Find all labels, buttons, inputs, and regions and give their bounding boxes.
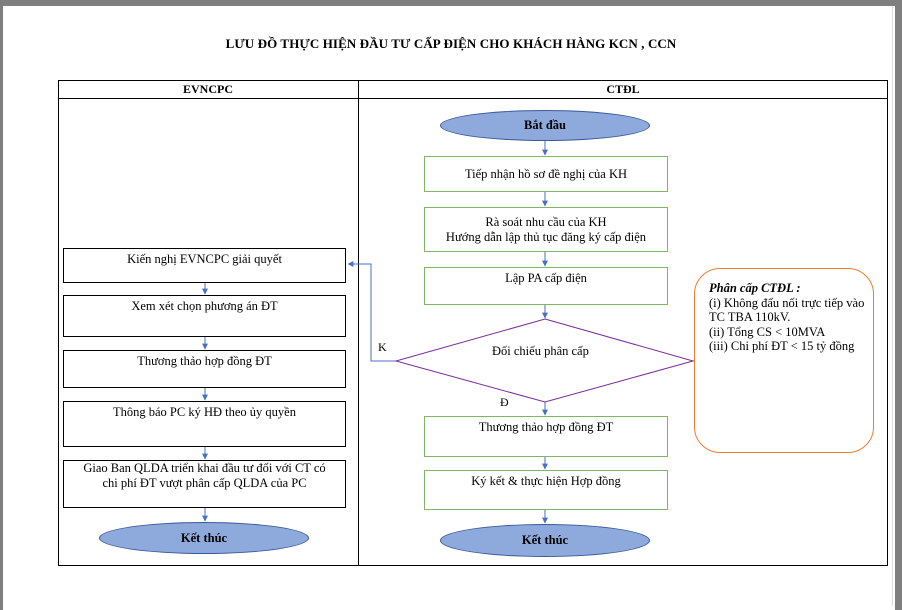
window-left-edge: [0, 0, 3, 610]
step-receive-request: Tiếp nhận hồ sơ đề nghị của KH: [424, 156, 668, 192]
step-assign-pmb-label: Giao Ban QLDA triển khai đầu tư đối với …: [83, 461, 326, 490]
start-terminal: Bắt đầu: [440, 110, 650, 141]
decision-diamond: [394, 318, 695, 403]
window-right-edge: [895, 0, 902, 610]
note-title: Phân cấp CTĐL :: [709, 281, 801, 295]
decision-no-label: K: [378, 340, 387, 354]
end-terminal-ctdl: Kết thúc: [440, 524, 650, 557]
arrow-decision-no-branch: [347, 261, 396, 362]
step-create-plan: Lập PA cấp điện: [424, 267, 668, 305]
step-review-needs: Rà soát nhu cầu của KH Hướng dẫn lập thủ…: [424, 207, 668, 252]
page-sheet: [4, 6, 893, 606]
step-create-plan-label: Lập PA cấp điện: [505, 271, 587, 285]
header-divider: [58, 98, 888, 99]
column-header-evncpc: EVNCPC: [183, 82, 233, 96]
end-terminal-evncpc: Kết thúc: [99, 522, 309, 554]
decentralization-note: Phân cấp CTĐL : (i) Không đấu nối trực t…: [694, 268, 874, 453]
step-propose-evncpc-label: Kiến nghị EVNCPC giải quyết: [127, 252, 282, 266]
column-header-ctdl: CTĐL: [606, 82, 640, 96]
window-top-edge: [0, 0, 902, 6]
note-line-3: (iii) Chi phí ĐT < 15 tỷ đồng: [709, 339, 855, 353]
note-line-1: (i) Không đấu nối trực tiếp vào TC TBA 1…: [709, 295, 865, 325]
step-notify-pc-label: Thông báo PC ký HĐ theo ủy quyền: [113, 405, 296, 419]
step-notify-pc: Thông báo PC ký HĐ theo ủy quyền: [63, 401, 346, 447]
swimlane-table: [58, 80, 888, 566]
step-select-plan: Xem xét chọn phương án ĐT: [63, 295, 346, 337]
step-select-plan-label: Xem xét chọn phương án ĐT: [131, 299, 278, 313]
step-sign-contract-label: Ký kết & thực hiện Hợp đồng: [471, 474, 621, 488]
note-line-2: (ii) Tổng CS < 10MVA: [709, 324, 826, 339]
step-negotiate-contract-ctdl: Thương thảo hợp đồng ĐT: [424, 416, 668, 457]
step-assign-pmb: Giao Ban QLDA triển khai đầu tư đối với …: [63, 460, 346, 508]
page-title: LƯU ĐỒ THỰC HIỆN ĐẦU TƯ CẤP ĐIỆN CHO KHÁ…: [225, 36, 677, 51]
step-propose-evncpc: Kiến nghị EVNCPC giải quyết: [63, 248, 346, 283]
column-divider: [358, 80, 359, 566]
step-negotiate-contract-evncpc-label: Thương thảo hợp đồng ĐT: [137, 354, 272, 368]
step-negotiate-contract-ctdl-label: Thương thảo hợp đồng ĐT: [478, 420, 614, 434]
decision-label: Đối chiếu phân cấp: [492, 344, 589, 358]
step-sign-contract: Ký kết & thực hiện Hợp đồng: [424, 470, 668, 510]
step-negotiate-contract-evncpc: Thương thảo hợp đồng ĐT: [63, 350, 346, 388]
decision-yes-label: Đ: [500, 395, 509, 409]
step-receive-request-label: Tiếp nhận hồ sơ đề nghị của KH: [464, 166, 628, 181]
step-review-needs-label: Rà soát nhu cầu của KH Hướng dẫn lập thủ…: [445, 214, 647, 244]
